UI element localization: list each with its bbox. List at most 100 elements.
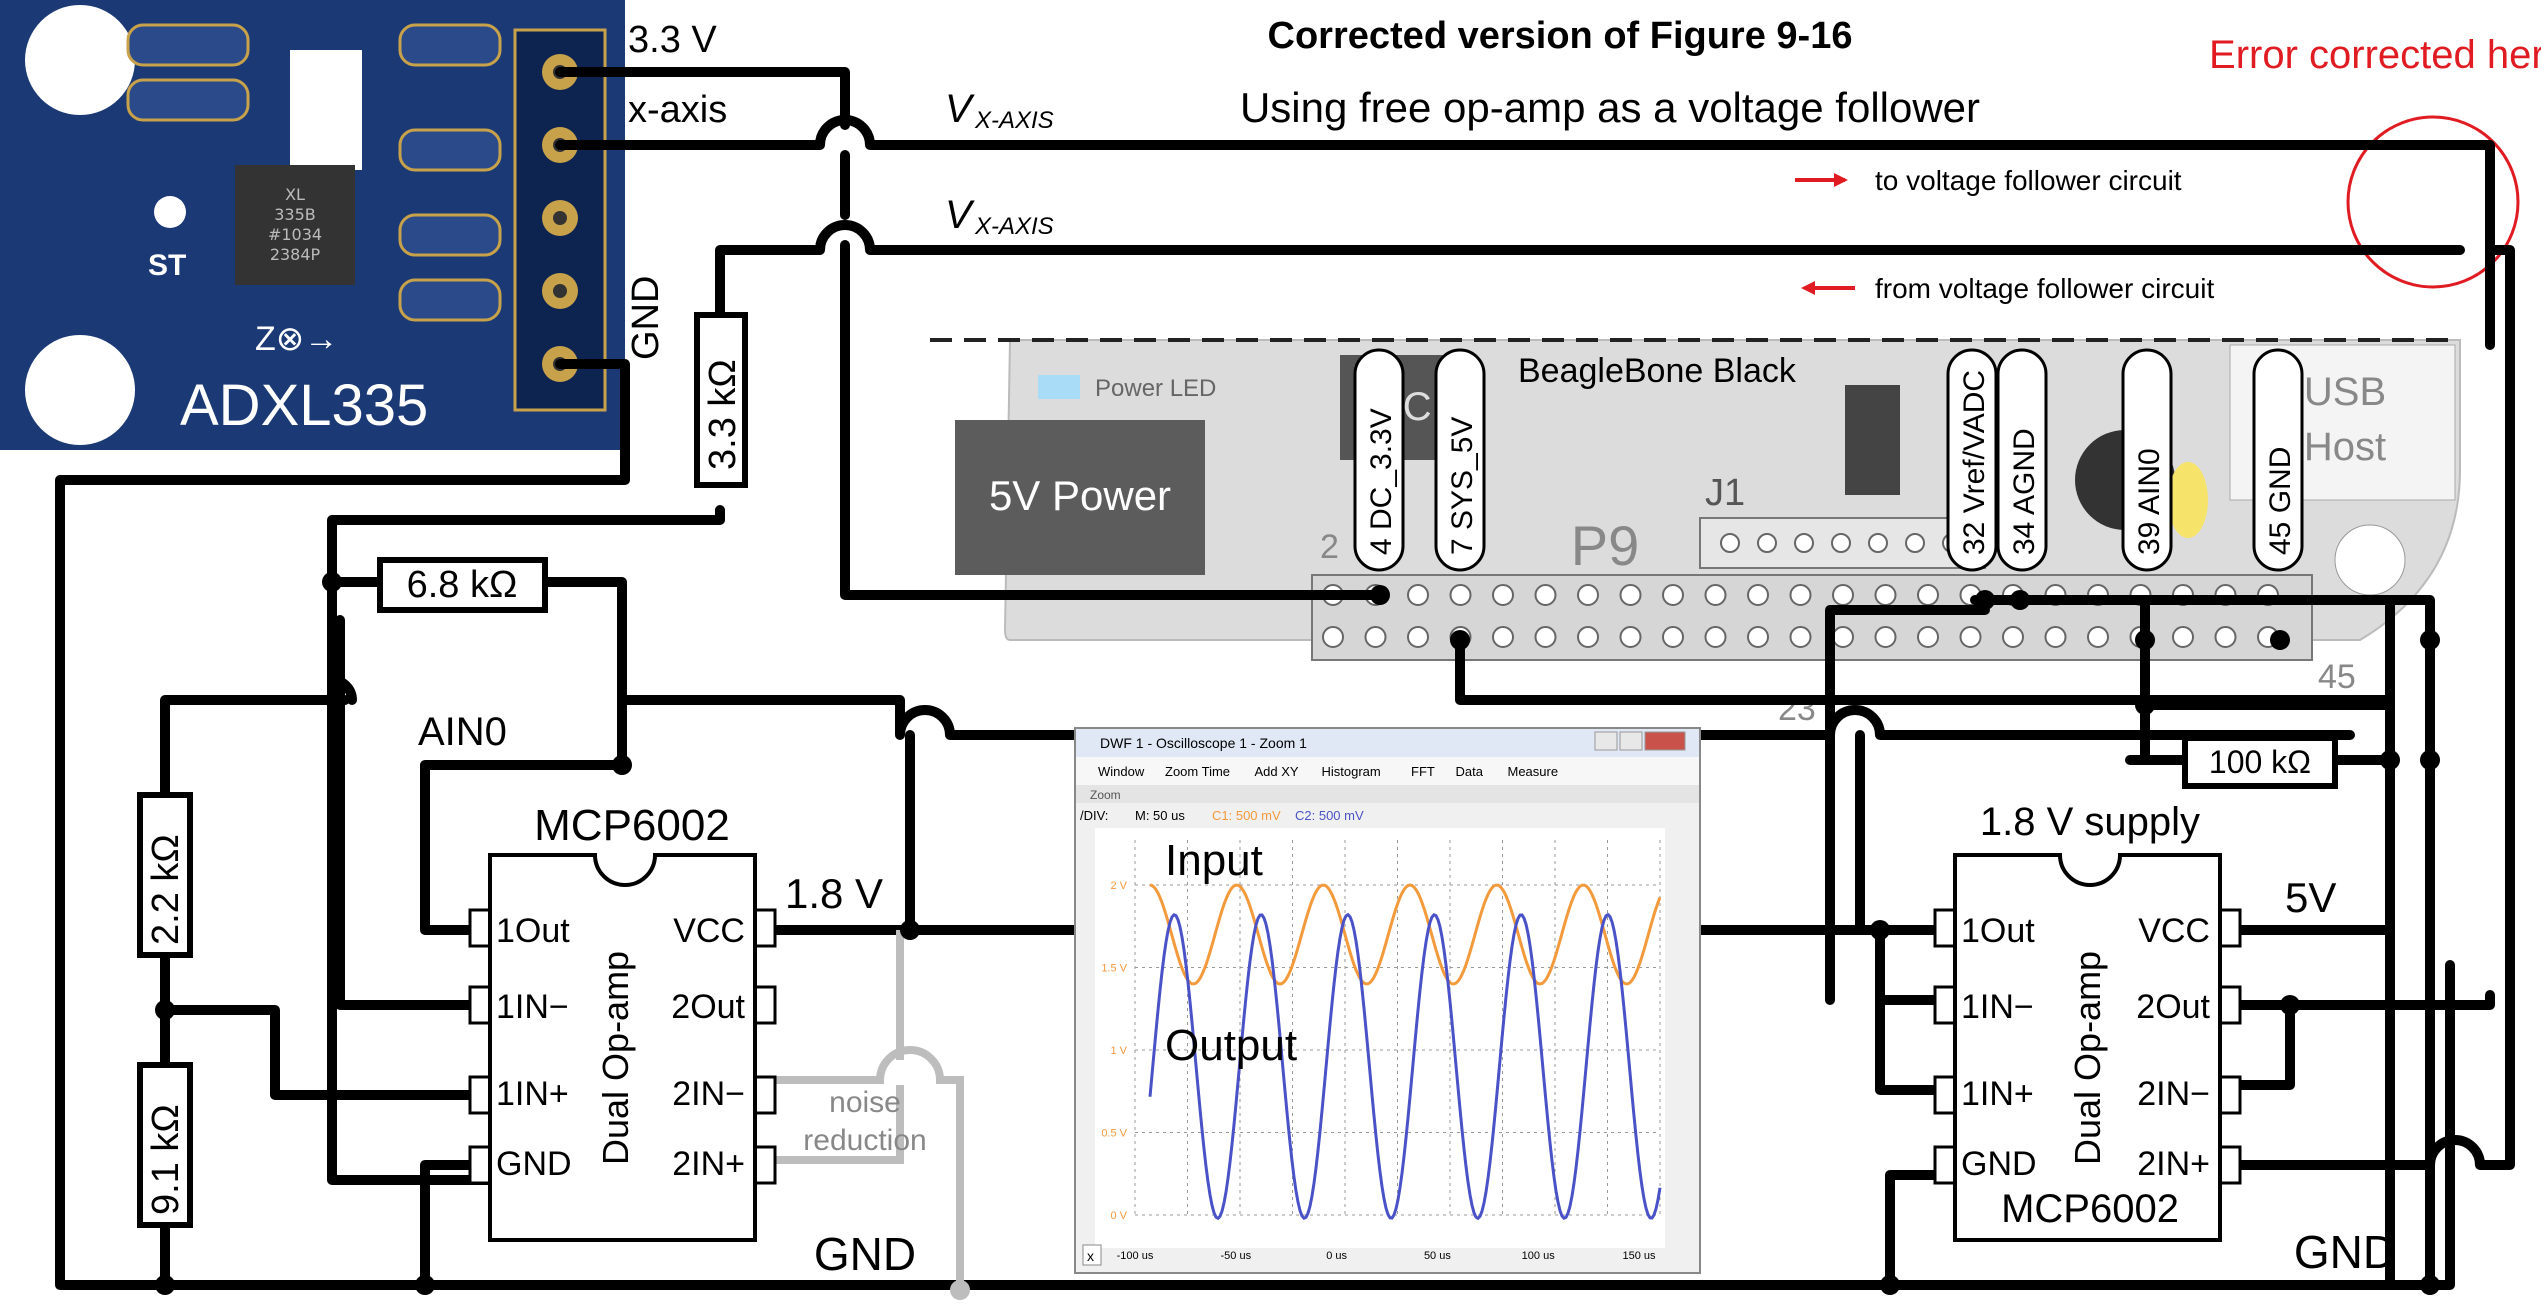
- left-gnd-label: GND: [814, 1228, 916, 1280]
- svg-text:1Out: 1Out: [496, 912, 570, 950]
- error-circle: [2346, 115, 2520, 289]
- svg-text:M: 50 us: M: 50 us: [1135, 808, 1185, 823]
- scope-menu-item[interactable]: Histogram: [1322, 764, 1381, 779]
- svg-text:2IN+: 2IN+: [672, 1145, 745, 1183]
- left-opamp-part: MCP6002: [534, 801, 730, 850]
- board-name: BeagleBone Black: [1518, 352, 1797, 390]
- scope-x-tick: 0 us: [1326, 1250, 1347, 1262]
- scope-y-tick: 1 V: [1110, 1045, 1127, 1057]
- svg-text:1IN−: 1IN−: [1961, 988, 2034, 1026]
- svg-text:VCC: VCC: [673, 912, 745, 950]
- svg-text:2384P: 2384P: [270, 245, 321, 264]
- svg-text:45 GND: 45 GND: [2264, 447, 2297, 555]
- resistor-3-3k: 3.3 kΩ: [694, 312, 748, 488]
- from-follower-label: from voltage follower circuit: [1875, 273, 2214, 304]
- left-opamp-body: Dual Op-amp: [595, 951, 636, 1165]
- adxl335-board: XL 335B #1034 2384P ST Z⊗→ ADXL335: [0, 0, 625, 450]
- reduction-label: reduction: [803, 1124, 926, 1157]
- scope-div-line: /DIV: M: 50 us C1: 500 mV C2: 500 mV: [1080, 808, 1364, 823]
- scope-x-tick: -100 us: [1117, 1250, 1154, 1262]
- svg-text:V: V: [945, 87, 975, 131]
- right-gnd-label: GND: [2294, 1226, 2396, 1278]
- svg-text:335B: 335B: [274, 205, 316, 224]
- error-note: Error corrected here: [2209, 33, 2541, 77]
- scope-x-tick: 150 us: [1622, 1250, 1656, 1262]
- scope-menu-item[interactable]: Data: [1456, 764, 1484, 779]
- svg-text:2IN+: 2IN+: [2137, 1145, 2210, 1183]
- svg-text:1IN+: 1IN+: [1961, 1075, 2034, 1113]
- scope-y-tick: 0 V: [1110, 1210, 1127, 1222]
- svg-text:2Out: 2Out: [2136, 988, 2210, 1026]
- pin-label-1: 7 SYS_5V: [1434, 348, 1486, 572]
- scope-x-tick: 100 us: [1522, 1250, 1556, 1262]
- power-led-label: Power LED: [1095, 375, 1216, 402]
- svg-text:6.8 kΩ: 6.8 kΩ: [407, 564, 518, 606]
- pin-gnd-label: GND: [625, 276, 667, 360]
- arrow-right-icon: [1795, 173, 1848, 187]
- svg-text:100 kΩ: 100 kΩ: [2209, 744, 2311, 780]
- power-block: [955, 420, 1205, 575]
- adxl-name: ADXL335: [180, 373, 428, 438]
- scope-x-tick: 50 us: [1424, 1250, 1451, 1262]
- svg-text:X-AXIS: X-AXIS: [974, 107, 1054, 134]
- pin-label-0: 4 DC_3.3V: [1353, 348, 1405, 572]
- arrow-left-icon: [1801, 281, 1855, 295]
- scope-menu-item[interactable]: FFT: [1411, 764, 1435, 779]
- left-opamp: MCP6002 Dual Op-amp 1Out 1IN− 1IN+ GND V…: [468, 801, 777, 1242]
- to-follower-label: to voltage follower circuit: [1875, 165, 2182, 196]
- ain0-label: AIN0: [418, 710, 507, 754]
- scope-window-buttons[interactable]: [1594, 731, 1686, 751]
- right-supply-label: 1.8 V supply: [1980, 800, 2200, 844]
- right-opamp-body: Dual Op-amp: [2067, 951, 2108, 1165]
- noise-label: noise: [829, 1086, 901, 1119]
- svg-text:1Out: 1Out: [1961, 912, 2035, 950]
- scope-y-tick: 1.5 V: [1101, 963, 1127, 975]
- svg-text:2IN−: 2IN−: [2137, 1075, 2210, 1113]
- scope-menu-item[interactable]: Zoom Time: [1165, 764, 1230, 779]
- usb-label: USB: [2304, 370, 2386, 414]
- svg-text:C2: 500 mV: C2: 500 mV: [1295, 808, 1364, 823]
- pin-num-2: 2: [1320, 528, 1339, 566]
- resistor-6-8k: 6.8 kΩ: [377, 557, 548, 613]
- trace-output: [1148, 912, 1662, 1221]
- scope-menu-item[interactable]: Measure: [1508, 764, 1559, 779]
- svg-text:7 SYS_5V: 7 SYS_5V: [1446, 417, 1479, 555]
- svg-text:3.3 kΩ: 3.3 kΩ: [702, 359, 744, 470]
- svg-text:1IN+: 1IN+: [496, 1075, 569, 1113]
- scope-y-tick: 2 V: [1110, 880, 1127, 892]
- beaglebone-board: Power LED 5V Power MIC BeagleBone Black …: [930, 338, 2461, 728]
- pin-label-5: 45 GND: [2252, 348, 2304, 572]
- adxl-chip: [235, 165, 355, 285]
- pin-33v-label: 3.3 V: [628, 19, 717, 61]
- p9-label: P9: [1571, 514, 1640, 577]
- svg-text:X-AXIS: X-AXIS: [974, 213, 1054, 240]
- noise-reduction-wiring: [758, 930, 964, 1290]
- vx-axis-label-top: V X-AXIS: [945, 87, 1054, 134]
- svg-text:GND: GND: [1961, 1145, 2037, 1183]
- pin-label-2: 32 Vref/VADC: [1946, 348, 1998, 572]
- scope-input-label: Input: [1165, 836, 1263, 885]
- svg-text:V: V: [945, 193, 975, 237]
- svg-text:GND: GND: [496, 1145, 572, 1183]
- scope-output-label: Output: [1165, 1021, 1297, 1070]
- junction-dots: [155, 572, 2440, 1300]
- adxl-chip-text: XL 335B #1034 2384P: [268, 185, 322, 264]
- wires: [55, 67, 2515, 1295]
- svg-text:39 AIN0: 39 AIN0: [2133, 448, 2166, 555]
- svg-text:2IN−: 2IN−: [672, 1075, 745, 1113]
- scope-zoom-label: Zoom: [1090, 788, 1121, 802]
- scope-menu-item[interactable]: Window: [1098, 764, 1145, 779]
- svg-text:4 DC_3.3V: 4 DC_3.3V: [1365, 408, 1398, 555]
- pin-num-45: 45: [2318, 658, 2356, 696]
- pin-label-3: 34 AGND: [1996, 348, 2048, 572]
- figure-title: Corrected version of Figure 9-16: [1268, 15, 1853, 57]
- scope-menu-item[interactable]: Add XY: [1255, 764, 1299, 779]
- figure-subtitle: Using free op-amp as a voltage follower: [1240, 84, 1980, 131]
- resistor-2-2k: 2.2 kΩ: [137, 792, 193, 958]
- right-opamp-part: MCP6002: [2001, 1187, 2179, 1231]
- pin-label-4: 39 AIN0: [2121, 348, 2173, 572]
- svg-text:2.2 kΩ: 2.2 kΩ: [145, 834, 187, 945]
- scope-close-icon: x: [1087, 1248, 1094, 1264]
- svg-text:34 AGND: 34 AGND: [2008, 428, 2041, 555]
